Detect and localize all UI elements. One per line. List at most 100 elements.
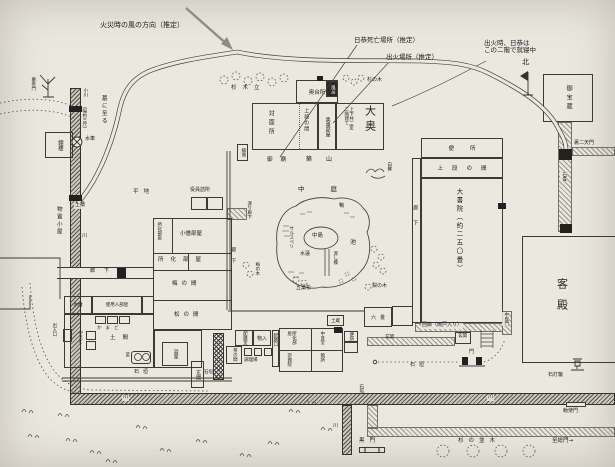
room-label-oooku: 大奥 (363, 105, 377, 135)
room-label: 鐘楼 (56, 139, 63, 151)
label-benjo-small: 便所 (347, 332, 354, 341)
room-shiyonin-beya: 使用人部屋 (92, 296, 142, 314)
room-cha-no-ma: 茶の間 (226, 346, 242, 364)
label-nashi-no-ki: 梨の木 (372, 283, 388, 289)
label-nakajima: 中島 (312, 233, 324, 239)
oooku-note: 上下共二室 二階建て (343, 107, 354, 147)
label-ura-nitenmon: 裏二天門 (574, 140, 595, 146)
steps-icon (480, 330, 494, 348)
room-label-makanai-sho: 賄所 (319, 353, 325, 362)
heron-sketch-icon (365, 168, 386, 179)
yakuin-box-1 (191, 197, 207, 210)
hall-label-kyakuden: 客殿 (555, 278, 569, 320)
room-label-naka-shokudo: 中食堂 (319, 331, 325, 345)
south-path-horizontal (367, 427, 615, 437)
room-label-matsu-no-ma: 松の間 (174, 312, 203, 318)
room-mono-iri: 物入 (253, 330, 271, 346)
room-label: 便所 (448, 146, 492, 152)
wind-arrow-icon (185, 7, 233, 50)
room-label: 水槽 (73, 303, 83, 308)
annotation-sleeping: 出火時、日恭は この二階で就寝中 (484, 39, 536, 55)
label-kawa-stream: 川 (82, 233, 88, 239)
gate-marker-1 (317, 76, 323, 81)
room-label: 茶の間 (232, 348, 238, 362)
room-empty (392, 306, 413, 326)
label-itaru-somon: 至総門→ (552, 438, 574, 444)
room-engawa: 縁側 (237, 144, 248, 161)
kamado-box-2 (107, 316, 118, 324)
label-kamado-v: かまど (77, 330, 83, 344)
label-gobyo: 御廟 (267, 157, 295, 163)
room-rokujo: 六畳 (364, 307, 392, 327)
hearth-square-1 (244, 348, 252, 356)
label-ishigaki-k1: 石垣 (134, 369, 153, 375)
room-label: 土蔵 (331, 318, 340, 324)
north-arrow-icon (520, 71, 533, 96)
west-bld-vline1 (172, 218, 173, 253)
label-kamo: 鴨 (339, 203, 345, 209)
room-dozo: 土蔵 (327, 315, 344, 326)
corridor-label-court: 廊下 (230, 247, 237, 269)
room-label: 玄関 (195, 369, 202, 380)
room-label-shoke-beya-2: 所化部屋 (158, 257, 209, 263)
label-mon: 門 (469, 349, 475, 355)
taimensho-divider (299, 104, 300, 149)
label-shirasagi: 白鷺 (386, 162, 392, 171)
room-label: 奥台所 (308, 89, 326, 96)
label-doma: 土間 (110, 335, 136, 341)
room-label: 六畳 (370, 314, 389, 321)
label-haizen-guchi: 配膳口 (272, 333, 278, 347)
label-sugi-namiki: 杉の並木 (458, 438, 501, 444)
room-label-ume-no-ma: 梅の間 (172, 281, 201, 287)
label-monooki-goya: 物置小屋 (55, 206, 62, 236)
path-end-marker (560, 224, 572, 233)
west-bld-line2 (153, 270, 232, 271)
label-kuromon: 黒門 (359, 438, 381, 444)
label-yakuin-tsumesho: 役員詰所 (190, 187, 211, 193)
label-sugi-kodachi: 杉木立 (231, 85, 266, 91)
label-dobashi: 土橋 (74, 202, 87, 209)
room-label: 物入 (256, 335, 267, 342)
kamado-box-3 (119, 316, 130, 324)
annotation-wind: 火災時の風の方向（推定） (100, 21, 184, 29)
label-kawa-river-1: 川 (122, 394, 130, 401)
label-haka-ni-itaru: 墓に至る (100, 95, 107, 125)
label-suisha: 水車 (85, 136, 96, 142)
label-heichi: 平地 (133, 189, 155, 195)
label-sarusuberi: サルスベリ (288, 226, 294, 249)
room-daishoin (421, 178, 503, 323)
north-label: 北 (522, 58, 529, 66)
kamado-box-5 (86, 341, 96, 350)
label-ume-no-ki: 梅の木 (254, 262, 260, 276)
room-label: 御宝蔵 (565, 84, 573, 112)
label-kairo-note: 回廊（雨戸入り） (421, 322, 464, 329)
label-ishigaki-k2: 石垣 (204, 370, 213, 375)
cluster-gate-marker (334, 327, 342, 333)
corridor-label: 廊下 (412, 205, 419, 235)
room-label-shoke-beya: 所化部屋 (156, 222, 162, 240)
east-cluster-hline (279, 350, 343, 351)
label-nakaniwa: 中庭 (298, 185, 363, 193)
yakuin-box-2 (207, 197, 223, 210)
wall-gate-marker (498, 203, 506, 209)
benjo-box-1 (344, 331, 358, 342)
label-genkan-east: 玄関 (457, 334, 468, 340)
haizen-guchi-strip (272, 330, 279, 367)
river-band (70, 393, 615, 405)
bath-kettle-icon (131, 351, 151, 364)
west-bld-vline2 (188, 253, 189, 270)
annotation-sleeping-line1: 出火時、日恭は (484, 39, 530, 47)
room-suiso: 水槽 (64, 296, 92, 314)
hall-kyakuden (522, 236, 615, 363)
room-label: 配膳室 (242, 331, 248, 345)
corridor-store-marker (117, 268, 126, 278)
room-label-taimensho: 対面所 (267, 110, 275, 137)
label-chujaku-mon: 中雀門 (502, 312, 509, 326)
corridor-strip-north (412, 158, 421, 323)
label-chorijo: 調理場 (244, 358, 258, 363)
label-chokushimon: 勅使門 (563, 408, 579, 414)
room-label-shoke-beya-3: 所化部屋 (286, 331, 297, 345)
label-kawa-branch: 川 (333, 423, 339, 429)
stone-path-east (572, 147, 615, 156)
stone-wall-band (213, 333, 224, 380)
